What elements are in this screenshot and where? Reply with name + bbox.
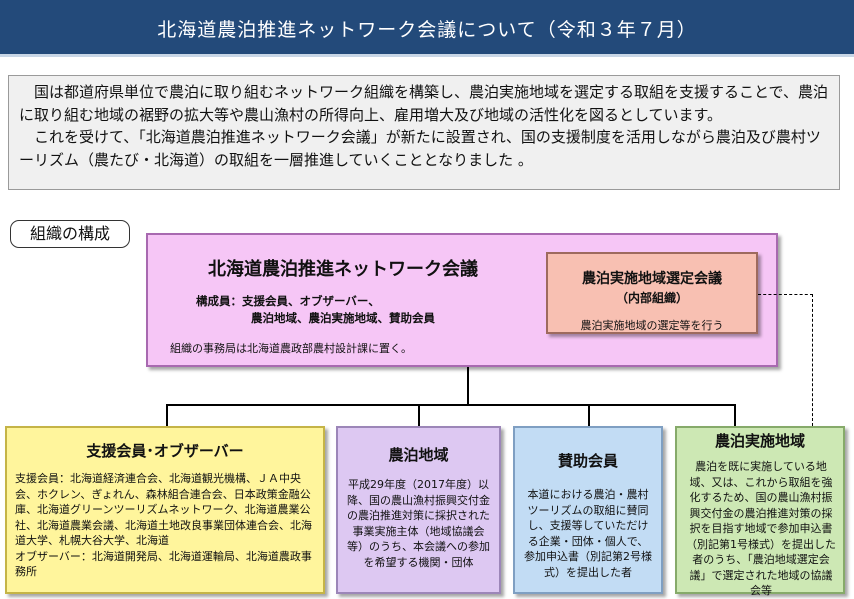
intro-panel: 国は都道府県単位で農泊に取り組むネットワーク組織を構築し、農泊実施地域を選定する…	[8, 75, 840, 190]
support-members-body: 支援会員：北海道経済連合会、北海道観光機構、ＪＡ中央会、ホクレン、ぎょれん、森林…	[15, 472, 312, 578]
connector-horizontal	[166, 404, 735, 406]
farm-stay-areas-body: 平成29年度（2017年度）以降、国の農山漁村振興交付金の農泊推進対策に採択され…	[347, 478, 490, 569]
implementing-areas-box: 農泊実施地域 農泊を既に実施している地域、又は、これから取組を強化するため、国の…	[675, 426, 845, 597]
support-members-box: 支援会員･オブザーバー 支援会員：北海道経済連合会、北海道観光機構、ＪＡ中央会、…	[5, 426, 325, 594]
network-council-box: 北海道農泊推進ネットワーク会議 構成員：支援会員、オブザーバー、 農泊地域、農泊…	[146, 233, 778, 367]
implementing-areas-title: 農泊実施地域	[714, 432, 805, 450]
secretariat-note: 組織の事務局は北海道農政部農村設計課に置く。	[170, 342, 412, 355]
members-line-1: 構成員：支援会員、オブザーバー、	[196, 294, 380, 308]
supporting-members-body: 本道における農泊・農村ツーリズムの取組に賛同し、支援等していただける企業・団体・…	[524, 488, 652, 579]
supporting-members-title: 賛助会員	[557, 452, 618, 470]
page-title: 北海道農泊推進ネットワーク会議について（令和３年７月）	[157, 19, 697, 41]
intro-paragraph-1: 国は都道府県単位で農泊に取り組むネットワーク組織を構築し、農泊実施地域を選定する…	[19, 83, 828, 124]
connector-branch-2	[418, 404, 420, 426]
dashed-connector-vertical	[812, 294, 813, 426]
support-members-title: 支援会員･オブザーバー	[86, 442, 244, 460]
dashed-connector-horizontal	[758, 294, 813, 295]
members-line-2: 農泊地域、農泊実施地域、賛助会員	[251, 311, 435, 325]
connector-trunk	[467, 367, 469, 405]
farm-stay-areas-box: 農泊地域 平成29年度（2017年度）以降、国の農山漁村振興交付金の農泊推進対策…	[336, 426, 501, 594]
selection-committee-description: 農泊実施地域の選定等を行う	[580, 319, 724, 332]
connector-branch-3	[588, 404, 590, 426]
selection-committee-title: 農泊実施地域選定会議	[582, 271, 722, 287]
section-label: 組織の構成	[10, 220, 130, 248]
selection-committee-subtitle: （内部組織）	[615, 291, 688, 305]
title-bar: 北海道農泊推進ネットワーク会議について（令和３年７月）	[0, 0, 854, 57]
intro-paragraph-2: これを受けて、「北海道農泊推進ネットワーク会議」が新たに設置され、国の支援制度を…	[19, 128, 821, 169]
connector-branch-1	[166, 404, 168, 426]
implementing-areas-body: 農泊を既に実施している地域、又は、これから取組を強化するため、国の農山漁村振興交…	[686, 460, 836, 597]
network-council-title: 北海道農泊推進ネットワーク会議	[208, 259, 478, 280]
supporting-members-box: 賛助会員 本道における農泊・農村ツーリズムの取組に賛同し、支援等していただける企…	[513, 426, 663, 594]
connector-branch-4	[734, 404, 736, 426]
farm-stay-areas-title: 農泊地域	[388, 446, 449, 464]
selection-committee-box: 農泊実施地域選定会議 （内部組織） 農泊実施地域の選定等を行う	[546, 252, 758, 334]
